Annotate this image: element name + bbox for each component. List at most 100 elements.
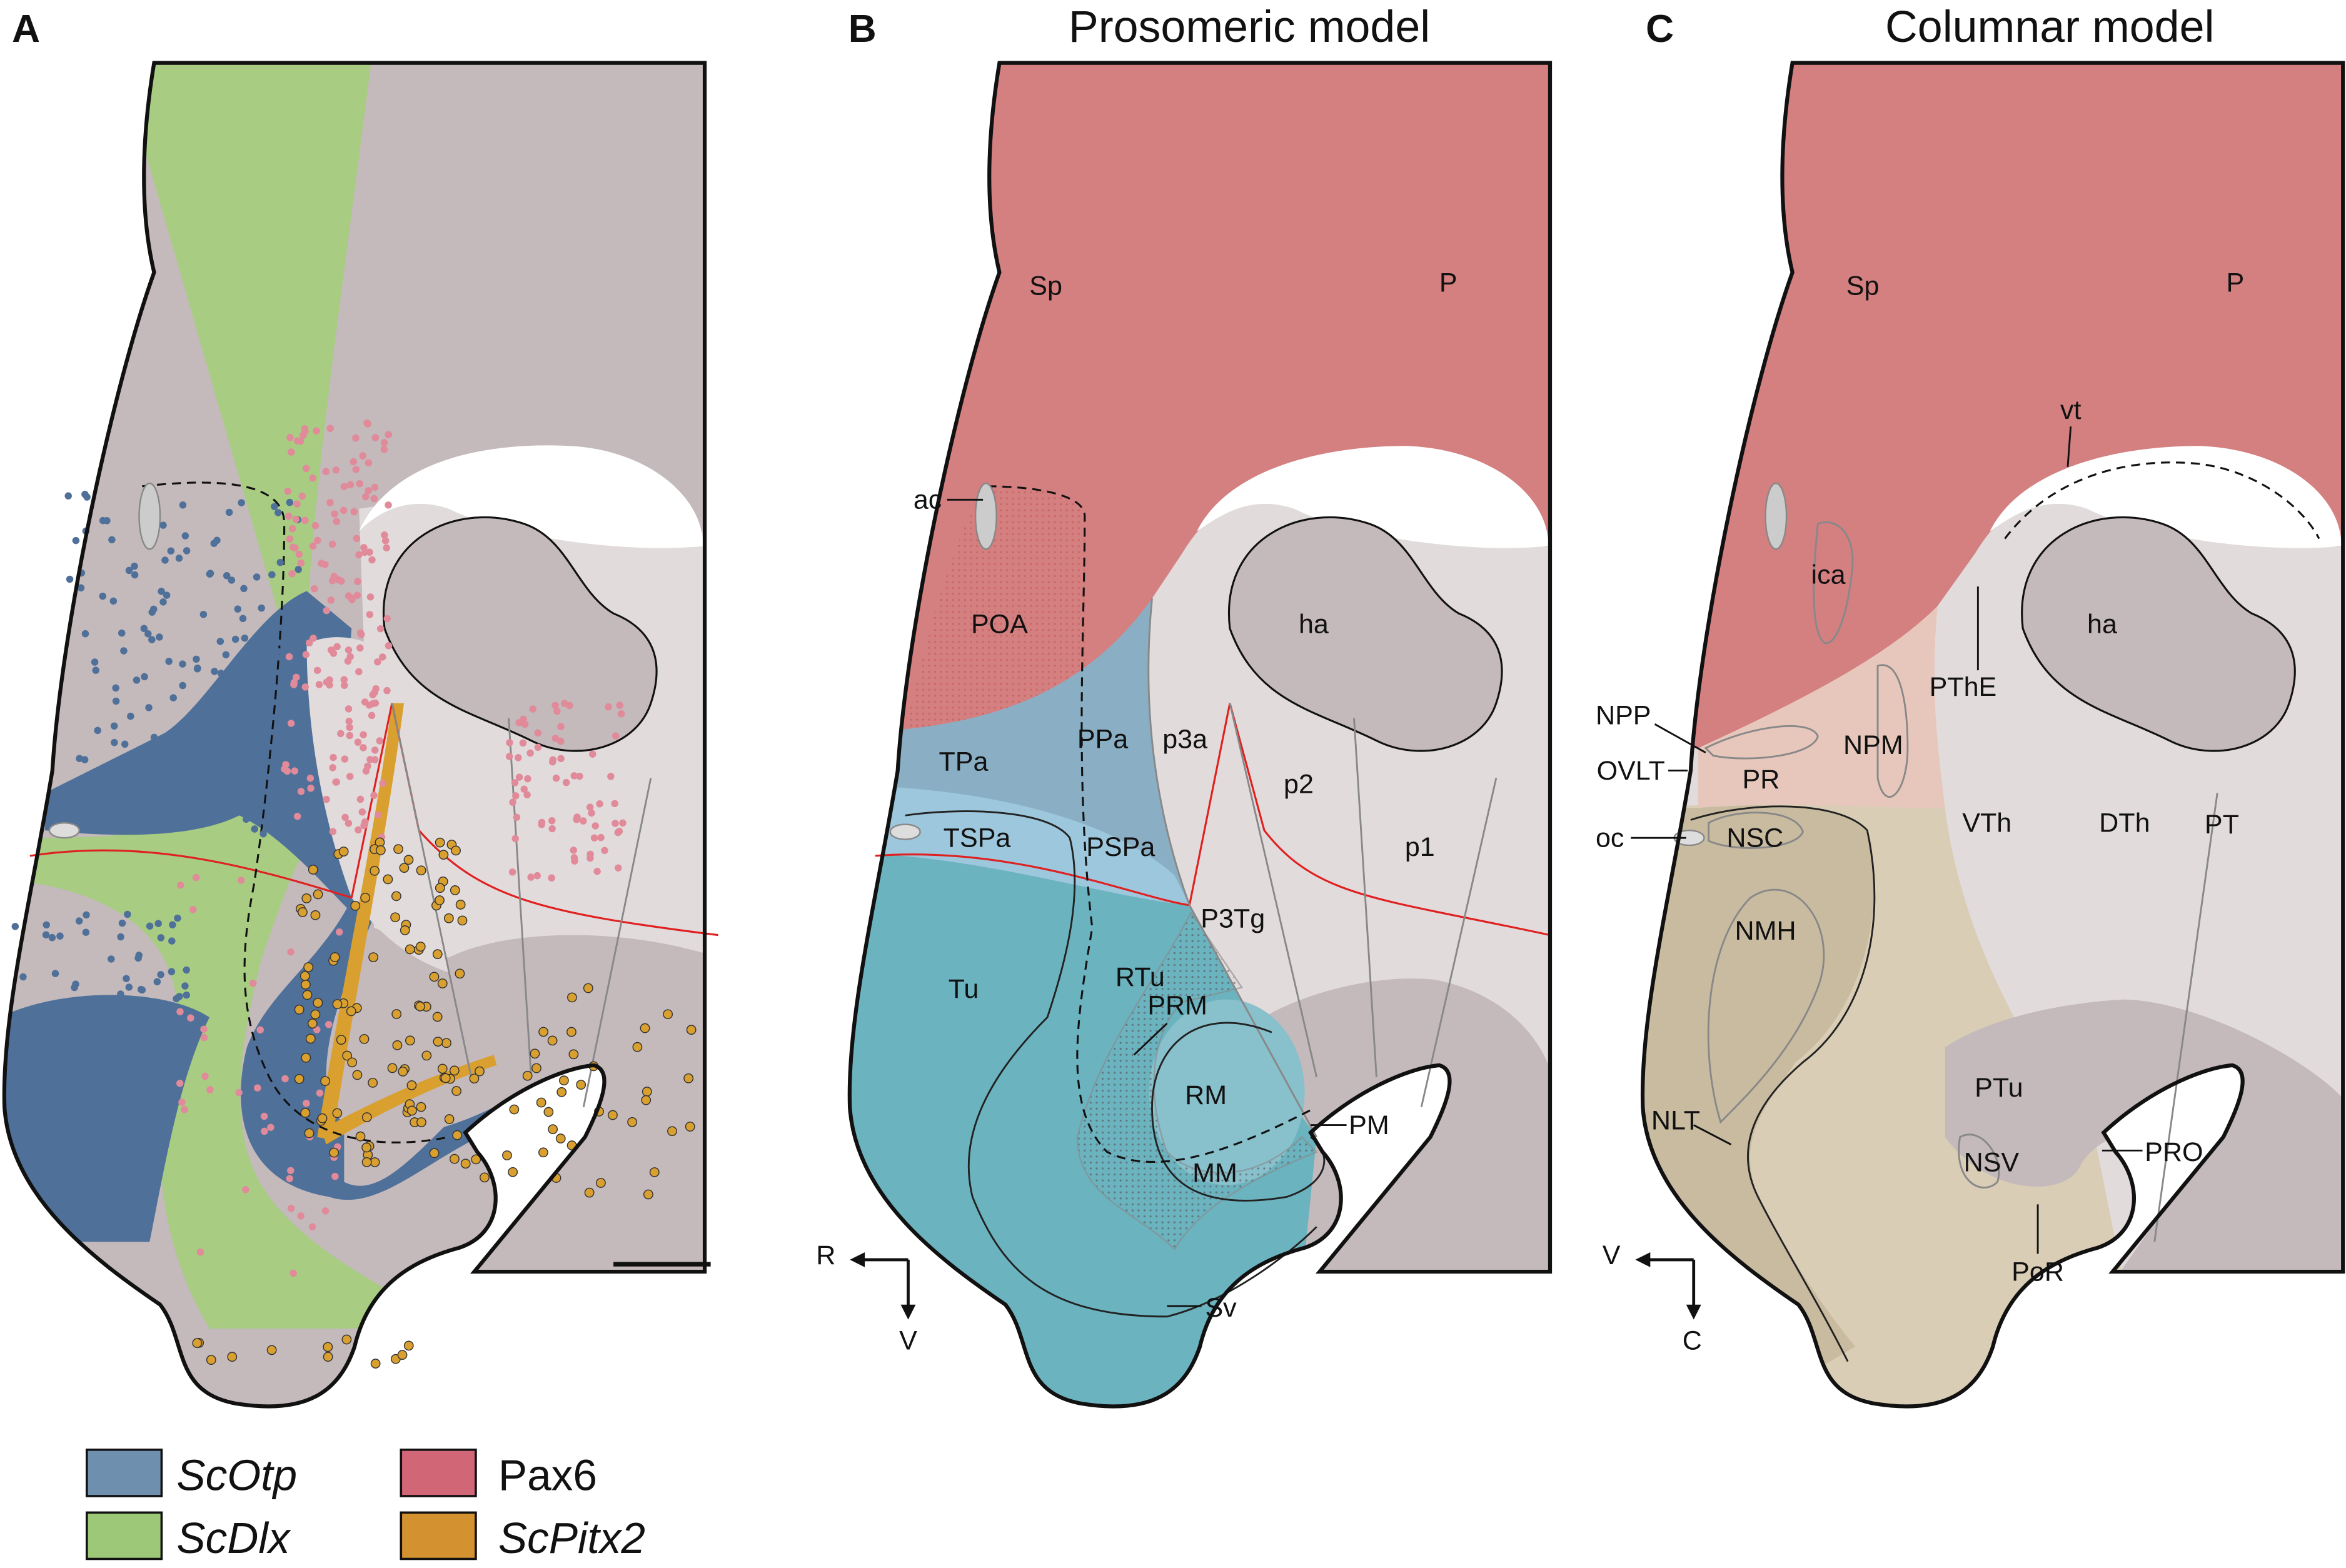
pax6-dot <box>201 1072 209 1080</box>
scotp-dot <box>140 625 148 632</box>
pitx2-dot <box>387 1063 398 1073</box>
pax6-dot <box>249 979 257 987</box>
scotp-dot <box>146 922 154 930</box>
pax6-dot <box>601 847 608 855</box>
scotp-dot <box>217 686 224 695</box>
scotp-dot <box>123 975 130 982</box>
label-tspa: TSPa <box>944 823 1011 853</box>
scotp-dot <box>235 658 243 666</box>
nucleus-outline <box>1704 521 2218 1242</box>
pax6-dot <box>313 1026 321 1033</box>
pax6-dot <box>192 873 200 882</box>
pitx2-dot <box>531 1063 541 1073</box>
pax6-dot <box>353 535 361 543</box>
anterior-commissure <box>974 482 997 550</box>
panel-a: A <box>0 8 718 1436</box>
scotp-dot <box>254 805 262 813</box>
pitx2-dot <box>480 1172 490 1183</box>
pitx2-dot <box>383 874 393 885</box>
scotp-dot <box>218 708 226 715</box>
optic-chiasm <box>48 822 81 839</box>
scotp-dot <box>117 933 124 941</box>
pitx2-dot <box>583 983 593 993</box>
scotp-dot <box>294 635 302 643</box>
pitx2-dot <box>398 1067 408 1077</box>
scotp-dot <box>276 558 284 566</box>
scotp-dot <box>56 932 64 940</box>
panel-c: C Columnar model Sp P vt ica ha PThE NPP… <box>1596 2 2346 1436</box>
pax6-dot <box>345 820 353 827</box>
pax6-dot <box>385 501 392 509</box>
scotp-dot <box>181 727 188 735</box>
scotp-dot <box>99 592 107 600</box>
pitx2-dot <box>301 893 312 903</box>
pitx2-dot <box>332 999 343 1010</box>
pitx2-dot <box>302 990 313 1000</box>
pitx2-dot <box>457 915 468 926</box>
scotp-dot <box>153 978 161 986</box>
scotp-dot <box>66 1005 74 1013</box>
label-sp: Sp <box>1846 271 1880 301</box>
scotp-dot <box>179 501 187 509</box>
pax6-dot <box>345 717 353 725</box>
boundary-line-red <box>875 703 1551 937</box>
pax6-dot <box>295 550 303 558</box>
ha-lobe <box>383 516 658 752</box>
pax6-dot <box>176 1080 184 1087</box>
legend-label: ScOtp <box>176 1450 297 1499</box>
scotp-dot <box>281 626 289 634</box>
pax6-dot <box>371 483 379 491</box>
scotp-dot <box>108 536 116 544</box>
pitx2-dot <box>683 1073 694 1083</box>
pax6-dot <box>352 434 360 442</box>
scotp-dot <box>118 629 126 637</box>
pitx2-dot <box>451 845 461 856</box>
legend-item-pax6: Pax6 <box>400 1449 597 1499</box>
pax6-dot <box>290 681 298 688</box>
pitx2-dot <box>375 845 386 855</box>
scotp-dot <box>109 597 118 605</box>
scotp-dot <box>240 696 248 705</box>
scotp-dot <box>253 573 261 581</box>
pax6-dot <box>181 1106 188 1113</box>
pax6-dot <box>187 1014 194 1022</box>
scotp-dot <box>274 648 281 655</box>
pitx2-dot <box>399 863 410 873</box>
pitx2-dot <box>320 1076 331 1087</box>
pitx2-dot <box>567 992 577 1003</box>
legend-item-scotp: ScOtp <box>85 1449 297 1499</box>
pitx2-dot <box>360 892 371 903</box>
pax6-dot <box>570 847 578 854</box>
pax6-dot <box>368 556 376 564</box>
scotp-dot <box>103 517 111 525</box>
radial-line <box>1147 598 1498 1138</box>
pax6-dot <box>284 488 291 495</box>
label-rtu: RTu <box>1115 962 1165 992</box>
scotp-dot <box>159 598 167 606</box>
pax6-dot <box>512 792 520 800</box>
pitx2-dot <box>341 1334 352 1345</box>
pitx2-dot <box>397 1350 408 1360</box>
pitx2-dot <box>310 910 321 920</box>
pax6-dot <box>346 653 354 661</box>
pax6-dot <box>615 827 623 835</box>
scotp-dot <box>43 921 50 929</box>
pax6-dot <box>361 698 369 706</box>
pitx2-dot <box>370 1359 381 1369</box>
pax6-dot <box>534 729 542 737</box>
pax6-dot <box>383 544 390 552</box>
pax6-dot <box>286 434 294 441</box>
pitx2-dot <box>332 1108 343 1118</box>
axis-label-c: C <box>1683 1326 1702 1356</box>
pitx2-dot <box>390 912 400 923</box>
pax6-dot <box>345 592 353 600</box>
pax6-dot <box>267 1123 274 1131</box>
scotp-dot <box>218 808 225 816</box>
pax6-dot <box>379 780 386 787</box>
pax6-dot <box>287 720 295 727</box>
scotp-dot <box>243 815 250 823</box>
pax6-dot <box>301 683 309 691</box>
pax6-dot <box>376 625 385 633</box>
pitx2-dot <box>361 1142 371 1153</box>
pax6-dot <box>346 481 355 488</box>
